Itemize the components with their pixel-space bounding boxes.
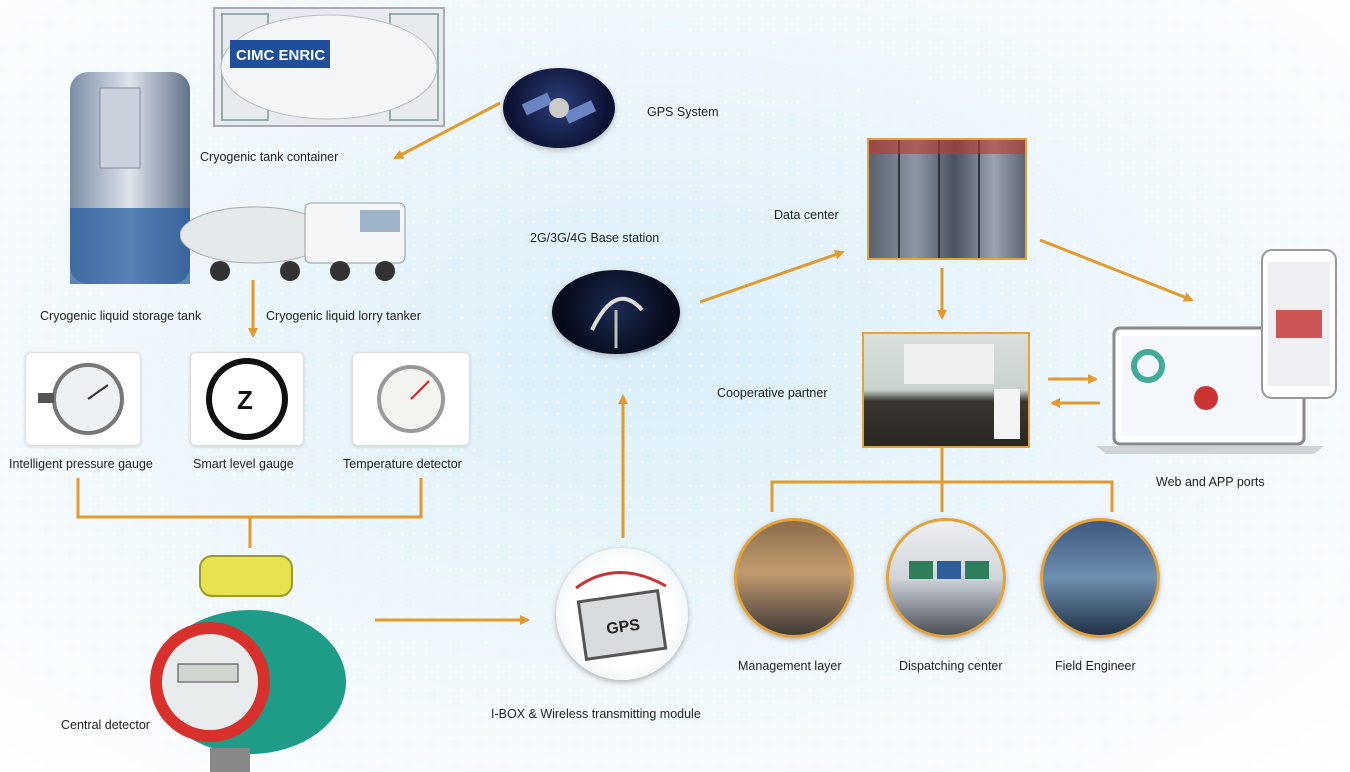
web-app-devices-image [1096,248,1342,456]
arrow-gps-to-tank [393,101,501,160]
data-center-label: Data center [774,208,839,222]
temperature-detector-image [352,352,470,446]
level-gauge-image: Z [190,352,304,446]
gps-system-label: GPS System [647,105,719,119]
web-app-ports-label: Web and APP ports [1156,475,1265,489]
cooperative-partner-label: Cooperative partner [717,386,828,400]
field-engineer-label: Field Engineer [1055,659,1136,673]
base-station-label: 2G/3G/4G Base station [530,231,660,245]
base-station-image [552,270,680,354]
gps-box-text: GPS [605,617,641,639]
central-detector-label: Central detector [61,718,150,732]
gps-satellite-image [503,68,615,148]
storage-tank-image [60,68,200,290]
pressure-gauge-image [25,352,141,446]
dispatching-center-label: Dispatching center [899,659,1003,673]
bracket-sensors [76,478,423,519]
arrow-datacenter-to-web [1039,238,1194,302]
tank-container-image: CIMC ENRIC [212,2,447,130]
ibox-module-label: I-BOX & Wireless transmitting module [491,707,701,721]
lorry-tanker-label: Cryogenic liquid lorry tanker [266,309,421,323]
level-gauge-label: Smart level gauge [193,457,294,471]
arrow-base-to-datacenter [699,249,845,304]
storage-tank-label: Cryogenic liquid storage tank [40,309,202,323]
management-layer-label: Management layer [738,659,842,673]
lorry-tanker-image [180,185,410,285]
svg-text:Z: Z [237,385,253,415]
cooperative-partner-image [862,332,1030,448]
ibox-module-image: GPS [556,548,688,680]
central-detector-image [140,552,362,772]
management-layer-image [734,518,854,638]
container-logo-text: CIMC ENRIC [236,47,325,64]
tank-container-label: Cryogenic tank container [200,150,339,164]
temperature-detector-label: Temperature detector [343,457,462,471]
pressure-gauge-label: Intelligent pressure gauge [9,457,153,471]
field-engineer-image [1040,518,1160,638]
data-center-image [867,138,1027,260]
dispatching-center-image [886,518,1006,638]
